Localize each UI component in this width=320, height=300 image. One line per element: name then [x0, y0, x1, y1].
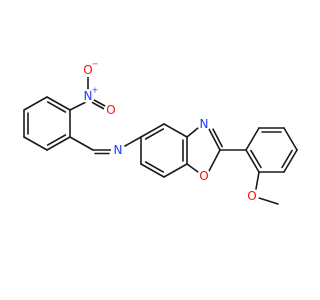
n-o-double-bond [91, 101, 105, 110]
oxazole-double-bond [208, 128, 221, 151]
ring3-bond [245, 127, 260, 151]
ring1-double-bond [46, 101, 67, 113]
ring2-bond [163, 123, 188, 138]
nitro-oxygen-label: O [106, 103, 115, 117]
methoxy-oxygen-label: O [247, 189, 256, 203]
atom-nitro-nitrogen: N + [81, 86, 99, 103]
atom-label-layer: N + O − O N N O O [81, 60, 259, 203]
bond-layer [23, 76, 298, 205]
ring1-bond [46, 96, 71, 111]
nitro-attach-bond [69, 101, 87, 111]
ring3-double-bond [281, 149, 293, 169]
n-o-double-bond [93, 99, 106, 107]
oxazole-bond [186, 163, 199, 173]
nitro-oxygen-anion-label: O [83, 63, 92, 77]
atom-methoxy-oxygen: O [245, 189, 259, 203]
methyl-bond [258, 197, 279, 205]
oxazole-double-bond [212, 128, 223, 148]
nitro-nitrogen-charge: + [92, 86, 99, 95]
atom-oxazole-oxygen: O [197, 169, 211, 183]
imine-nitrogen-label: N [114, 143, 123, 157]
oxazole-nitrogen-label: N [200, 117, 209, 131]
ring3-double-bond [250, 149, 262, 169]
oxazole-oxygen-label: O [199, 169, 208, 183]
ring-ch-bond [69, 136, 94, 151]
atom-nitro-oxygen: O [104, 103, 118, 117]
ring3-bond [245, 149, 260, 173]
ring1-double-bond [46, 134, 67, 146]
ring2-bond [163, 163, 188, 178]
imine-ring-bond [124, 136, 142, 147]
ring3-bond [283, 149, 298, 173]
nitro-oxygen-anion-charge: − [92, 60, 99, 69]
ring2-double-bond [144, 128, 165, 140]
ring2-bond [140, 163, 165, 178]
atom-imine-nitrogen: N [111, 143, 125, 157]
methoxy-bond [255, 171, 260, 190]
ring1-bond [46, 136, 71, 151]
ring1-bond [23, 136, 48, 151]
ring1-bond [23, 96, 48, 111]
ring2-double-bond [144, 161, 165, 173]
ring3-bond [283, 127, 298, 151]
atom-nitro-oxygen-anion: O − [81, 60, 99, 77]
oxazole-bond [208, 149, 221, 172]
nitro-nitrogen-label: N [84, 89, 93, 103]
atom-oxazole-nitrogen: N [197, 117, 211, 131]
molecule-structure: N + O − O N N O O [23, 60, 298, 205]
oxazole-bond [186, 127, 199, 138]
ring2-bond [140, 123, 165, 138]
